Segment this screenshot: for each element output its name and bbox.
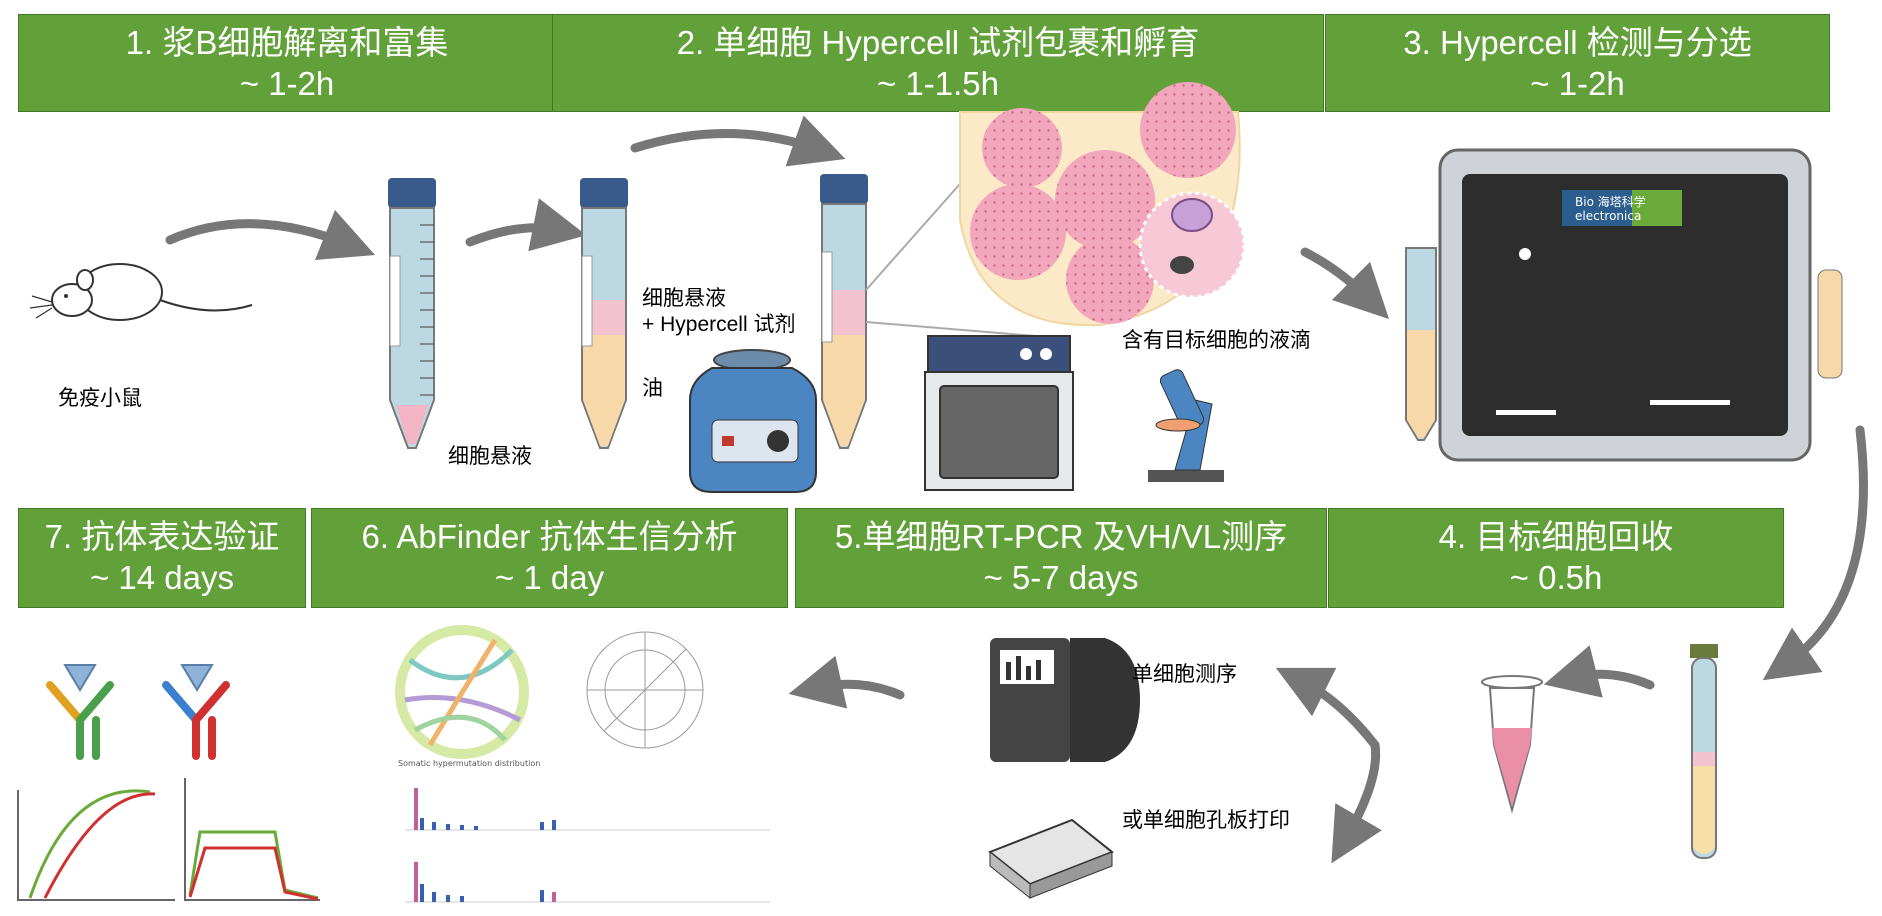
- shm-charts: Somatic hypermutation distribution: [398, 759, 770, 903]
- sc-plate-label: 或单细胞孔板打印: [1122, 809, 1290, 832]
- sc-seq-label: 单细胞测序: [1132, 663, 1237, 686]
- droplet-label: 含有目标细胞的液滴: [1122, 329, 1311, 352]
- step-3-title: 3. Hypercell 检测与分选: [1403, 24, 1752, 61]
- step-3-box: 3. Hypercell 检测与分选 ~ 1-2h: [1325, 14, 1830, 112]
- tube-1-icon: [388, 178, 436, 449]
- step-1-box: 1. 浆B细胞解离和富集 ~ 1-2h: [18, 14, 556, 112]
- mouse-icon: [29, 263, 253, 321]
- step-5-title: 5.单细胞RT-PCR 及VH/VL测序: [834, 518, 1288, 555]
- arrow-tube2-to-tube3: [630, 115, 846, 167]
- step-1-time: ~ 1-2h: [239, 65, 335, 102]
- cell-suspension-label: 细胞悬液: [448, 445, 532, 468]
- tube-2-icon: [580, 178, 628, 449]
- mouse-label: 免疫小鼠: [58, 387, 142, 410]
- step-1-title: 1. 浆B细胞解离和富集: [125, 24, 449, 61]
- device-brand-line1: Bio 海塔科学: [1575, 194, 1646, 209]
- step-7-time: ~ 14 days: [89, 559, 235, 596]
- arrow-tube-to-eppendorf: [1543, 645, 1655, 698]
- arrow-tube1-to-tube2: [465, 198, 587, 252]
- recovery-tube-icon: [1690, 644, 1718, 859]
- flow-arrows: [165, 115, 1868, 864]
- step-3-time: ~ 1-2h: [1530, 65, 1625, 102]
- step-6-title: 6. AbFinder 抗体生信分析: [361, 518, 738, 555]
- step-2-title: 2. 单细胞 Hypercell 试剂包裹和孵育: [676, 24, 1200, 61]
- step-4-time: ~ 0.5h: [1509, 559, 1603, 596]
- step-2-time: ~ 1-1.5h: [876, 65, 999, 102]
- shm-chart-title: Somatic hypermutation distribution: [398, 759, 540, 768]
- arrow-to-seq: [1275, 667, 1380, 750]
- sequencer-icon: [990, 638, 1140, 762]
- step-6-time: ~ 1 day: [494, 559, 605, 596]
- step-7-title: 7. 抗体表达验证: [44, 518, 280, 555]
- arrow-seq-to-analysis: [788, 655, 905, 709]
- arrow-instrument-to-recovery: [1762, 425, 1868, 681]
- microscope-icon: [1148, 369, 1224, 482]
- phylo-tree: [586, 631, 704, 749]
- vortex-mixer-icon: [689, 349, 817, 493]
- reagent-label: + Hypercell 试剂: [642, 313, 796, 336]
- step-5-time: ~ 5-7 days: [983, 559, 1139, 596]
- hypercell-instrument-icon: Bio 海塔科学 electronica: [1405, 148, 1843, 462]
- binding-curves: [17, 778, 320, 901]
- circos-plot: [395, 625, 529, 759]
- step-4-title: 4. 目标细胞回收: [1438, 518, 1674, 555]
- well-plate-icon: [988, 818, 1114, 900]
- step-4-box: 4. 目标细胞回收 ~ 0.5h: [1328, 508, 1784, 608]
- antibody-icons: [46, 664, 230, 760]
- step-7-box: 7. 抗体表达验证 ~ 14 days: [18, 508, 306, 608]
- droplet-zoom: [959, 82, 1246, 327]
- arrow-to-instrument: [1300, 247, 1390, 320]
- incubator-icon: [924, 335, 1074, 491]
- arrow-to-plate: [1331, 740, 1382, 864]
- eppendorf-tube-icon: [1481, 675, 1543, 814]
- cell-suspension-reagent-label: 细胞悬液: [642, 287, 726, 310]
- step-5-box: 5.单细胞RT-PCR 及VH/VL测序 ~ 5-7 days: [795, 508, 1327, 608]
- step-6-box: 6. AbFinder 抗体生信分析 ~ 1 day: [311, 508, 788, 608]
- arrow-mouse-to-tube: [165, 209, 376, 261]
- oil-label: 油: [642, 377, 663, 400]
- device-brand-line2: electronica: [1575, 209, 1641, 223]
